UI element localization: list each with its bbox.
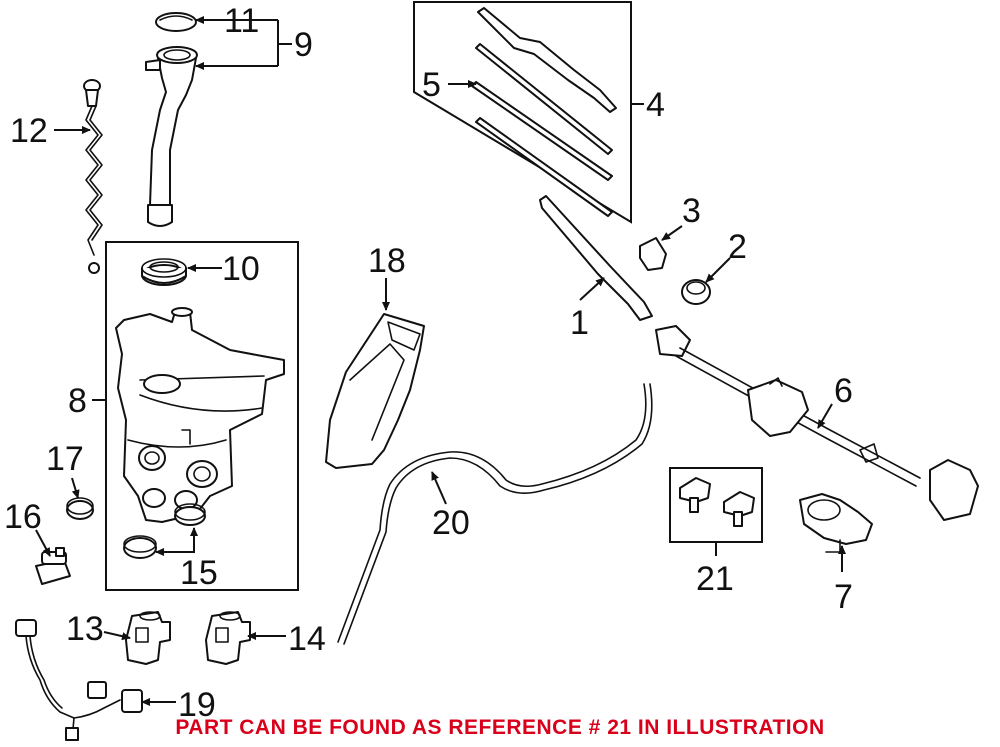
callout-15: 15 xyxy=(180,554,218,592)
wiper-blades xyxy=(471,7,617,217)
level-sensor xyxy=(35,547,71,585)
callout-8: 8 xyxy=(68,382,87,420)
filler-neck xyxy=(145,46,198,227)
fluid-level-indicator xyxy=(83,79,103,274)
pump-grommets xyxy=(123,503,206,559)
reservoir-group-box xyxy=(105,241,299,591)
wiper-arm-nut xyxy=(681,279,711,305)
callout-11: 11 xyxy=(224,2,259,40)
reservoir-splash-shield xyxy=(325,313,425,469)
callout-4: 4 xyxy=(646,86,665,124)
level-sensor-grommet xyxy=(66,497,94,520)
filler-cap xyxy=(155,12,197,32)
callout-21: 21 xyxy=(696,560,734,598)
callout-18: 18 xyxy=(368,242,406,280)
callout-2: 2 xyxy=(728,228,747,266)
callout-17: 17 xyxy=(46,440,84,478)
washer-wiring-harness xyxy=(15,619,143,741)
callout-9: 9 xyxy=(294,26,313,64)
reference-note: PART CAN BE FOUND AS REFERENCE # 21 IN I… xyxy=(175,716,825,739)
washer-nozzles xyxy=(679,477,755,527)
wiper-arm-cap xyxy=(639,237,667,271)
wiper-blade-group-box xyxy=(413,1,632,224)
washer-pump-rear xyxy=(205,611,251,665)
callout-7: 7 xyxy=(834,578,853,616)
reservoir-seal xyxy=(141,258,187,286)
callout-20: 20 xyxy=(432,504,470,542)
wiper-arm xyxy=(539,195,653,321)
wiper-linkage xyxy=(655,325,979,521)
callout-5: 5 xyxy=(422,66,441,104)
washer-pump-front xyxy=(125,611,171,665)
callout-14: 14 xyxy=(288,620,326,658)
wiper-motor xyxy=(799,493,873,553)
washer-reservoir xyxy=(115,307,285,523)
callout-19: 19 xyxy=(178,686,216,724)
callout-6: 6 xyxy=(834,372,853,410)
callout-3: 3 xyxy=(682,192,701,230)
callout-10: 10 xyxy=(222,250,260,288)
callout-13: 13 xyxy=(66,610,104,648)
callout-12: 12 xyxy=(10,112,48,150)
callout-16: 16 xyxy=(4,498,42,536)
callout-1: 1 xyxy=(570,304,589,342)
washer-hose xyxy=(337,383,653,645)
